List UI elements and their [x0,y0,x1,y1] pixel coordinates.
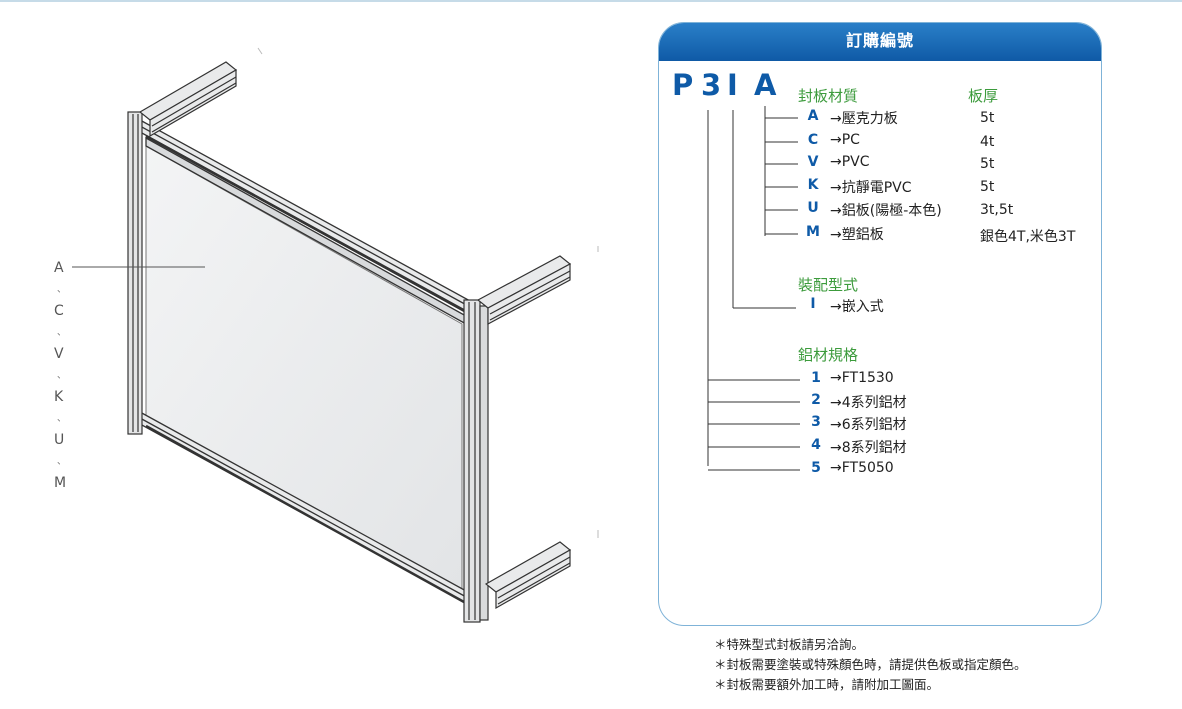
order-header: 訂購編號 [659,23,1101,61]
cut-marks [257,47,599,538]
side-label-separator: 、 [57,285,67,295]
profile-code-3: 3 [811,414,821,430]
code-letter-3: I [727,68,738,102]
profile-code-2: 2 [811,392,821,408]
panel-material-option: →PVC [830,154,870,170]
panel-material-option: →抗靜電PVC [830,180,912,196]
profile-code-1: 1 [811,370,821,386]
panel-thickness-value: 銀色4T,米色3T [980,229,1076,245]
top-divider-line [0,0,1182,2]
profile-code-4: 4 [811,437,821,453]
panel-thickness-value: 3t,5t [980,202,1014,218]
upper-left-extension [138,61,238,138]
assembly-option: →嵌入式 [830,299,884,315]
frame-illustration [72,47,599,623]
lower-right-extension [484,541,572,610]
side-label-separator: 、 [57,328,67,338]
profile-title: 鋁材規格 [798,346,859,364]
panel-material-code-c: C [807,132,819,148]
thickness-title: 板厚 [968,87,999,105]
panel-thickness-value: 5t [980,179,995,195]
left-post [127,111,143,435]
order-code-panel: 訂購編號 [658,22,1102,626]
panel-material-option: →塑鋁板 [830,227,884,243]
note-line: ＊封板需要額外加工時，請附加工圖面。 [714,677,940,692]
side-label-a: A [54,260,64,276]
panel-thickness-value: 4t [980,134,995,150]
assembly-code-i: I [810,296,816,312]
side-label-c: C [54,303,64,319]
panel-material-option: →鋁板(陽極-本色) [830,203,942,219]
note-line: ＊特殊型式封板請另洽詢。 [714,637,865,652]
profile-option: →FT1530 [830,370,894,386]
profile-option: →4系列鋁材 [830,395,907,411]
side-label-m: M [54,475,67,491]
panel-material-title: 封板材質 [798,87,859,105]
note-line: ＊封板需要塗裝或特殊顏色時，請提供色板或指定顏色。 [714,657,1027,672]
panel-material-code-m: M [806,224,820,240]
panel-thickness-value: 5t [980,110,995,126]
middle-right-extension [476,255,572,326]
profile-option: →FT5050 [830,460,894,476]
side-label-u: U [54,432,65,448]
panel-material-code-a: A [807,108,819,124]
top-rail [139,118,473,326]
panel-material-code-v: V [807,154,819,170]
panel-material-option: →壓克力板 [830,111,898,127]
panel-material-code-u: U [807,200,819,216]
assembly-title: 裝配型式 [798,276,859,294]
profile-option: →8系列鋁材 [830,440,907,456]
side-label-separator: 、 [57,414,67,424]
profile-code-5: 5 [811,460,821,476]
panel-material-option: →PC [830,132,860,148]
code-letter-4: A [754,68,777,102]
panel-material-code-k: K [807,177,819,193]
side-label-v: V [54,346,64,362]
right-post [463,299,489,623]
side-label-separator: 、 [57,457,67,467]
panel-thickness-value: 5t [980,156,995,172]
side-label-separator: 、 [57,371,67,381]
code-letter-2: 3 [701,68,722,102]
code-letter-1: P [672,68,694,102]
side-label-k: K [54,389,64,405]
profile-option: →6系列鋁材 [830,417,907,433]
